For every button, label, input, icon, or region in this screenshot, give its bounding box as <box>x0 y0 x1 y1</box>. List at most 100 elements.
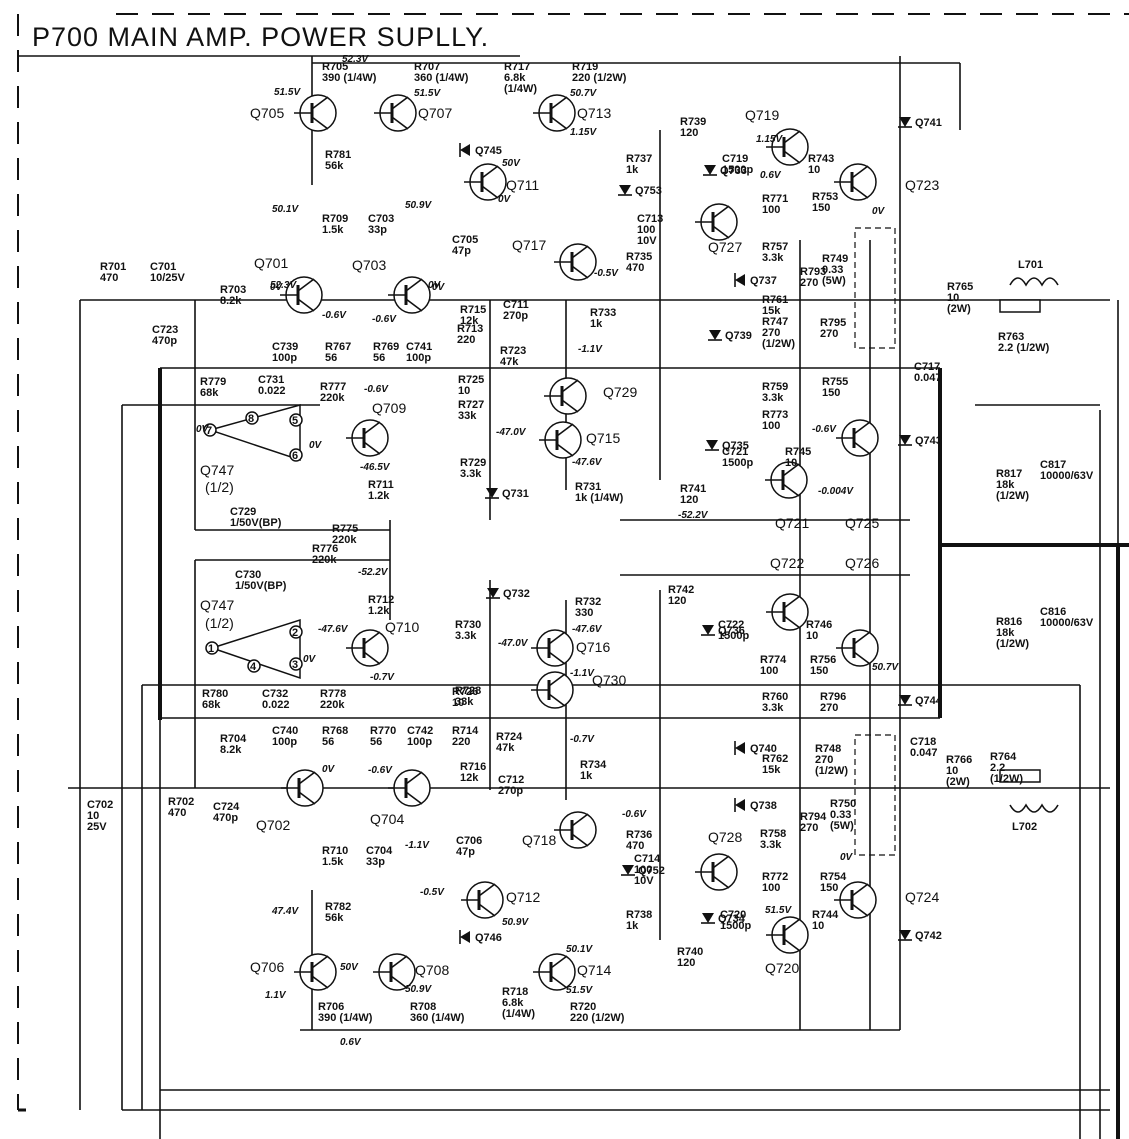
transistor-label: Q707 <box>418 105 452 121</box>
transistor-q705: Q705 <box>250 94 337 132</box>
resistor-value: 470 <box>626 262 644 274</box>
capacitor-value: 0.022 <box>258 385 286 397</box>
voltage-annotation: 50.9V <box>405 200 432 211</box>
transistor-label: Q726 <box>845 555 879 571</box>
svg-text:3: 3 <box>292 659 298 671</box>
resistor-value: 47k <box>500 356 519 368</box>
resistor-value: 360 (1/4W) <box>410 1012 465 1024</box>
resistor-ref: R727 <box>458 399 484 411</box>
resistor-ref: R708 <box>410 1001 436 1013</box>
voltage-annotation: 50.7V <box>570 88 597 99</box>
voltage-annotation: -0.6V <box>372 314 397 325</box>
resistor-value: 10 <box>458 385 470 397</box>
resistor-value: 47k <box>496 742 515 754</box>
resistor-ref: R777 <box>320 381 346 393</box>
capacitor-ref: C717 <box>914 361 940 373</box>
transistor-label: Q724 <box>905 889 939 905</box>
resistor-value: 33k <box>458 410 477 422</box>
resistor-value: 270 <box>820 702 838 714</box>
voltage-annotation: 52.3V <box>270 280 297 291</box>
resistor-value: 100 <box>762 420 780 432</box>
svg-text:(1/2): (1/2) <box>205 615 234 631</box>
resistor-value: (1/2W) <box>996 638 1029 650</box>
resistor-ref: R765 <box>947 281 973 293</box>
resistor-value: 10 <box>806 630 818 642</box>
diode-q733: Q733 <box>703 165 747 177</box>
capacitor-value: 1500p <box>722 457 753 469</box>
resistor-ref: R745 <box>785 446 811 458</box>
capacitor-ref: C718 <box>910 736 936 748</box>
resistor-ref: R702 <box>168 796 194 808</box>
voltage-annotation: -46.5V <box>360 462 391 473</box>
svg-text:7: 7 <box>206 425 212 437</box>
resistor-value: 270 <box>800 822 818 834</box>
svg-text:Q747: Q747 <box>200 597 234 613</box>
transistor-label: Q706 <box>250 959 284 975</box>
resistor-value: 1k <box>626 164 639 176</box>
capacitor-ref: C722 <box>718 619 744 631</box>
resistor-value: 3.3k <box>455 630 477 642</box>
resistor-value: 220 (1/2W) <box>570 1012 625 1024</box>
diode-label: Q745 <box>475 145 502 157</box>
capacitor-value: 1500p <box>720 920 751 932</box>
voltage-annotation: 50.9V <box>502 917 529 928</box>
resistor-value: 390 (1/4W) <box>322 72 377 84</box>
voltage-annotation: 50.7V <box>872 662 899 673</box>
voltage-annotation: 0.6V <box>760 170 782 181</box>
diode-label: Q738 <box>750 800 777 812</box>
voltage-annotation: 51.5V <box>566 985 593 996</box>
resistor-ref: R774 <box>760 654 787 666</box>
transistor-q727: Q727 <box>695 203 742 255</box>
resistor-ref: R718 <box>502 986 528 998</box>
resistor-ref: R706 <box>318 1001 344 1013</box>
resistor-value: 10 <box>808 164 820 176</box>
voltage-annotation: -0.5V <box>420 887 445 898</box>
emitter-resistor-box-bottom <box>854 734 896 856</box>
resistor-value: 220 <box>457 334 475 346</box>
capacitor-value: 1/50V(BP) <box>235 580 287 592</box>
diode-q753: Q753 <box>618 185 662 197</box>
transistor-q711: Q711 <box>464 163 539 201</box>
resistor-value: 3.3k <box>460 468 482 480</box>
capacitor-value: 470p <box>213 812 238 824</box>
voltage-annotation: 51.5V <box>274 87 301 98</box>
resistor-value: 470 <box>100 272 118 284</box>
resistor-ref: R704 <box>220 733 247 745</box>
resistor-value: 150 <box>822 387 840 399</box>
voltage-annotation: 50V <box>502 158 521 169</box>
diode-label: Q739 <box>725 330 752 342</box>
voltage-annotation: -47.0V <box>498 638 529 649</box>
voltage-annotation: -0.6V <box>364 384 389 395</box>
capacitor-value: 10000/63V <box>1040 617 1094 629</box>
diode-q742: Q742 <box>898 930 942 942</box>
resistor-value: 12k <box>460 772 479 784</box>
resistor-ref: R705 <box>322 61 348 73</box>
resistor-value: 270 <box>815 754 833 766</box>
diode-q737: Q737 <box>734 273 777 287</box>
transistor-label: Q725 <box>845 515 879 531</box>
resistor-ref: R779 <box>200 376 226 388</box>
capacitor-ref: C704 <box>366 845 393 857</box>
opamp-q747-top: Q747 (1/2) 7 8 5 6 <box>200 404 303 495</box>
